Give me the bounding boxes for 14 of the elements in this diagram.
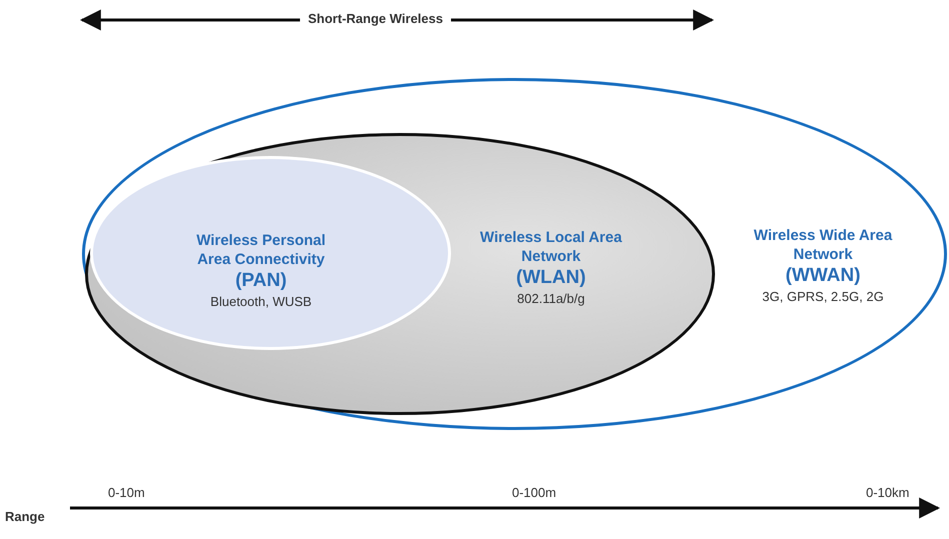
technology-list: 3G, GPRS, 2.5G, 2G bbox=[748, 288, 898, 306]
technology-list: 802.11a/b/g bbox=[476, 290, 626, 308]
tick-label: 0-10m bbox=[108, 485, 145, 500]
area-abbreviation: (WLAN) bbox=[515, 266, 587, 290]
range-label: Short-Range Wireless bbox=[300, 11, 451, 26]
tick-label: 0-10km bbox=[866, 485, 910, 500]
tick-label: 0-100m bbox=[512, 485, 556, 500]
area-heading: Wireless Local Area Network bbox=[479, 228, 623, 266]
area-abbreviation: (PAN) bbox=[234, 269, 288, 293]
technology-list: Bluetooth, WUSB bbox=[181, 293, 341, 311]
area-heading: Wireless Wide Area Network bbox=[752, 226, 894, 264]
area-abbreviation: (WWAN) bbox=[784, 264, 862, 288]
area-heading: Wireless Personal Area Connectivity bbox=[195, 231, 327, 269]
axis-label: Range bbox=[5, 509, 45, 524]
